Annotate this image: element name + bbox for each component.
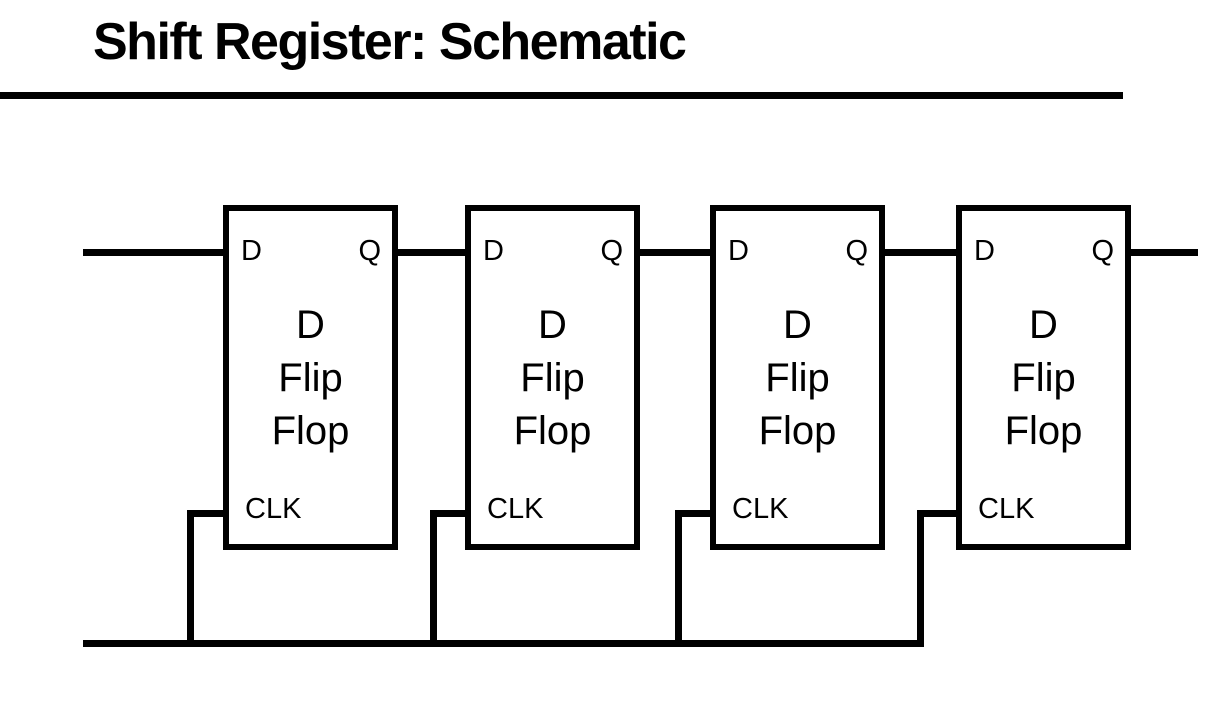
- clk-stub-vertical-1: [187, 510, 194, 647]
- serial-output-wire: [1129, 249, 1198, 256]
- d-flip-flop-3: D Q D Flip Flop CLK: [710, 205, 885, 550]
- pin-label-q: Q: [358, 235, 381, 267]
- pin-label-q: Q: [1091, 235, 1114, 267]
- pin-label-d: D: [241, 235, 262, 267]
- body-line: Flip: [520, 356, 585, 400]
- wire-q2-to-d3: [640, 249, 712, 256]
- flip-flop-body-label: D Flip Flop: [229, 299, 392, 458]
- pin-label-clk: CLK: [732, 493, 789, 525]
- pin-label-d: D: [974, 235, 995, 267]
- clk-stub-horizontal-4: [917, 510, 963, 517]
- body-line: Flip: [765, 356, 830, 400]
- body-line: D: [538, 303, 567, 347]
- body-line: Flip: [278, 356, 343, 400]
- body-line: Flop: [513, 409, 592, 453]
- pin-label-d: D: [728, 235, 749, 267]
- clk-stub-vertical-3: [675, 510, 682, 647]
- body-line: D: [783, 303, 812, 347]
- pin-label-clk: CLK: [245, 493, 302, 525]
- d-flip-flop-2: D Q D Flip Flop CLK: [465, 205, 640, 550]
- body-line: Flop: [1004, 409, 1083, 453]
- body-line: D: [296, 303, 325, 347]
- wire-q3-to-d4: [883, 249, 958, 256]
- body-line: Flop: [758, 409, 837, 453]
- pin-label-clk: CLK: [487, 493, 544, 525]
- clock-bus-wire: [83, 640, 924, 647]
- clk-stub-horizontal-3: [675, 510, 717, 517]
- body-line: Flop: [271, 409, 350, 453]
- flip-flop-body-label: D Flip Flop: [962, 299, 1125, 458]
- clk-stub-horizontal-1: [187, 510, 231, 517]
- d-flip-flop-1: D Q D Flip Flop CLK: [223, 205, 398, 550]
- serial-input-wire: [83, 249, 225, 256]
- flip-flop-body-label: D Flip Flop: [471, 299, 634, 458]
- slide-title: Shift Register: Schematic: [93, 13, 687, 71]
- pin-label-q: Q: [845, 235, 868, 267]
- wire-q1-to-d2: [394, 249, 467, 256]
- clk-stub-horizontal-2: [430, 510, 472, 517]
- pin-label-clk: CLK: [978, 493, 1035, 525]
- body-line: Flip: [1011, 356, 1076, 400]
- body-line: D: [1029, 303, 1058, 347]
- clk-stub-vertical-2: [430, 510, 437, 647]
- clk-stub-vertical-4: [917, 510, 924, 647]
- d-flip-flop-4: D Q D Flip Flop CLK: [956, 205, 1131, 550]
- flip-flop-body-label: D Flip Flop: [716, 299, 879, 458]
- title-underline: [0, 92, 1123, 99]
- pin-label-q: Q: [600, 235, 623, 267]
- pin-label-d: D: [483, 235, 504, 267]
